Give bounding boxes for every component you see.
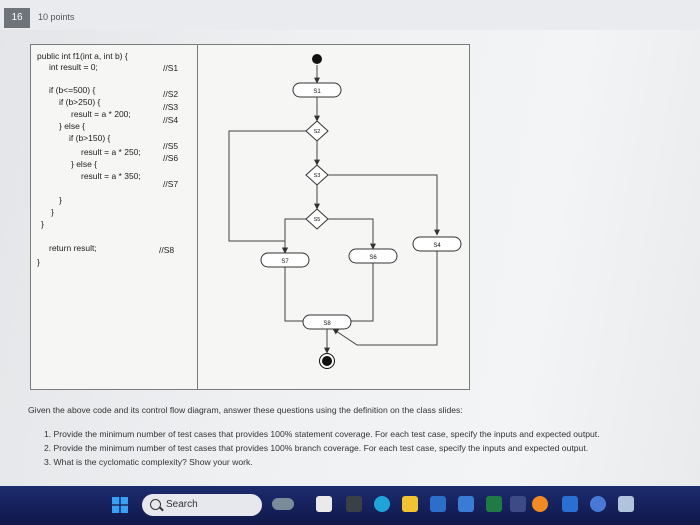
cfg-node-s3: [305, 164, 329, 186]
cfg-node-s8-label: S8: [323, 321, 331, 327]
cfg-node-s2: [305, 120, 329, 142]
taskbar: Search: [0, 486, 700, 525]
cfg-canvas: S1 S2 S3 S5 S4 S7 S6: [228, 54, 462, 369]
code-tag: //S2: [163, 89, 179, 99]
code-tag: //S7: [163, 179, 179, 189]
code-pane: public int f1(int a, int b) { int result…: [31, 45, 198, 389]
taskbar-search-box[interactable]: Search: [142, 494, 262, 516]
code-and-diagram-figure: public int f1(int a, int b) { int result…: [30, 44, 470, 390]
code-tag: //S5: [163, 141, 179, 151]
code-line: }: [41, 219, 44, 229]
file-explorer-icon[interactable]: [402, 496, 418, 512]
app-icon-2[interactable]: [562, 496, 578, 512]
cfg-start-node: [312, 54, 322, 64]
cfg-edge: [332, 251, 438, 346]
code-tag: //S3: [163, 102, 179, 112]
question-intro: Given the above code and its control flo…: [28, 405, 463, 415]
cfg-end-node-ring: [319, 353, 335, 369]
code-line: }: [37, 257, 40, 267]
code-line: return result;: [49, 243, 97, 253]
cfg-node-s5: [305, 208, 329, 230]
cfg-edge: [340, 263, 374, 324]
code-line: } else {: [71, 159, 97, 169]
cfg-node-s4: [412, 236, 462, 252]
cfg-node-s7-label: S7: [281, 259, 289, 265]
question-item-3: 3. What is the cyclomatic complexity? Sh…: [44, 457, 253, 467]
question-points: 10 points: [38, 12, 75, 22]
widgets-icon[interactable]: [272, 498, 294, 510]
firefox-icon[interactable]: [532, 496, 548, 512]
search-icon: [150, 499, 161, 510]
code-line: } else {: [59, 121, 85, 131]
cfg-edge: [284, 267, 314, 324]
cfg-edge: [328, 174, 440, 236]
cfg-edge: [282, 218, 306, 254]
chat-icon[interactable]: [346, 496, 362, 512]
question-number: 16: [4, 8, 30, 28]
code-line: result = a * 350;: [81, 171, 141, 181]
cfg-node-s1-label: S1: [313, 89, 321, 95]
cfg-node-s5-label: S5: [314, 217, 321, 223]
cfg-end-node: [322, 356, 332, 366]
code-line: int result = 0;: [49, 62, 98, 72]
cfg-edge: [228, 130, 306, 254]
code-tag: //S4: [163, 115, 179, 125]
task-view-icon[interactable]: [316, 496, 332, 512]
search-label: Search: [166, 499, 198, 510]
chrome-icon[interactable]: [590, 496, 606, 512]
cfg-node-s8: [302, 314, 352, 330]
question-header: 16 10 points: [0, 0, 700, 30]
cfg-node-s4-label: S4: [433, 243, 441, 249]
code-tag: //S8: [159, 245, 175, 255]
code-line: if (b>150) {: [69, 133, 111, 143]
windows-logo-icon: [112, 497, 128, 513]
control-flow-diagram: S1 S2 S3 S5 S4 S7 S6: [197, 45, 469, 389]
app-icon[interactable]: [510, 496, 526, 512]
code-tag: //S6: [163, 153, 179, 163]
code-line: if (b<=500) {: [49, 85, 96, 95]
edge-browser-icon[interactable]: [374, 496, 390, 512]
windows-start-icon[interactable]: [112, 497, 128, 513]
question-item-1: 1. Provide the minimum number of test ca…: [44, 429, 600, 439]
cfg-node-s7: [260, 252, 310, 268]
cfg-node-s6-label: S6: [369, 255, 377, 261]
cfg-edge: [328, 218, 376, 250]
excel-icon[interactable]: [486, 496, 502, 512]
question-item-2: 2. Provide the minimum number of test ca…: [44, 443, 589, 453]
store-icon[interactable]: [458, 496, 474, 512]
code-line: }: [59, 195, 62, 205]
code-line: result = a * 200;: [71, 109, 131, 119]
code-line: }: [51, 207, 54, 217]
word-icon[interactable]: [430, 496, 446, 512]
code-line: result = a * 250;: [81, 147, 141, 157]
app-icon-3[interactable]: [618, 496, 634, 512]
cfg-node-s1: [292, 82, 342, 98]
cfg-node-s3-label: S3: [314, 173, 321, 179]
code-line: if (b>250) {: [59, 97, 101, 107]
cfg-node-s2-label: S2: [314, 129, 321, 135]
code-signature: public int f1(int a, int b) {: [37, 51, 128, 61]
cfg-node-s6: [348, 248, 398, 264]
code-tag: //S1: [163, 63, 179, 73]
